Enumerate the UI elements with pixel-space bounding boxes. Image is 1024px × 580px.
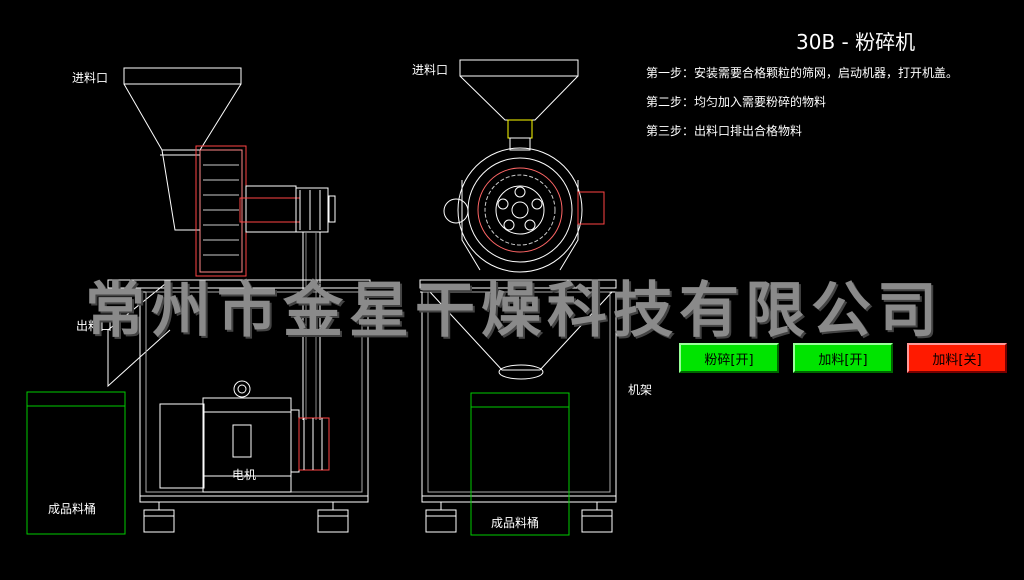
side-view [26,67,371,535]
front-view [419,59,617,536]
product-bin-label-left: 成品料桶 [48,502,97,516]
frame-label: 机架 [628,383,653,397]
step-2-text: 第二步：均匀加入需要粉碎的物料 [646,95,827,109]
step-3-text: 第三步：出料口排出合格物料 [646,124,803,138]
company-watermark: 常州市金星干燥科技有限公司 [85,276,943,346]
crush-on-button[interactable]: 粉碎[开] [679,343,779,373]
page-title: 30B - 粉碎机 [796,30,916,54]
outlet-label: 出料口 [76,319,113,333]
feed-on-button[interactable]: 加料[开] [793,343,893,373]
motor-label: 电机 [232,468,257,482]
feed-off-button[interactable]: 加料[关] [907,343,1007,373]
inlet-label-right: 进料口 [412,63,449,77]
inlet-label-left: 进料口 [72,71,109,85]
step-1-text: 第一步：安装需要合格颗粒的筛网，启动机器，打开机盖。 [646,66,959,80]
product-bin-label-right: 成品料桶 [491,516,540,530]
